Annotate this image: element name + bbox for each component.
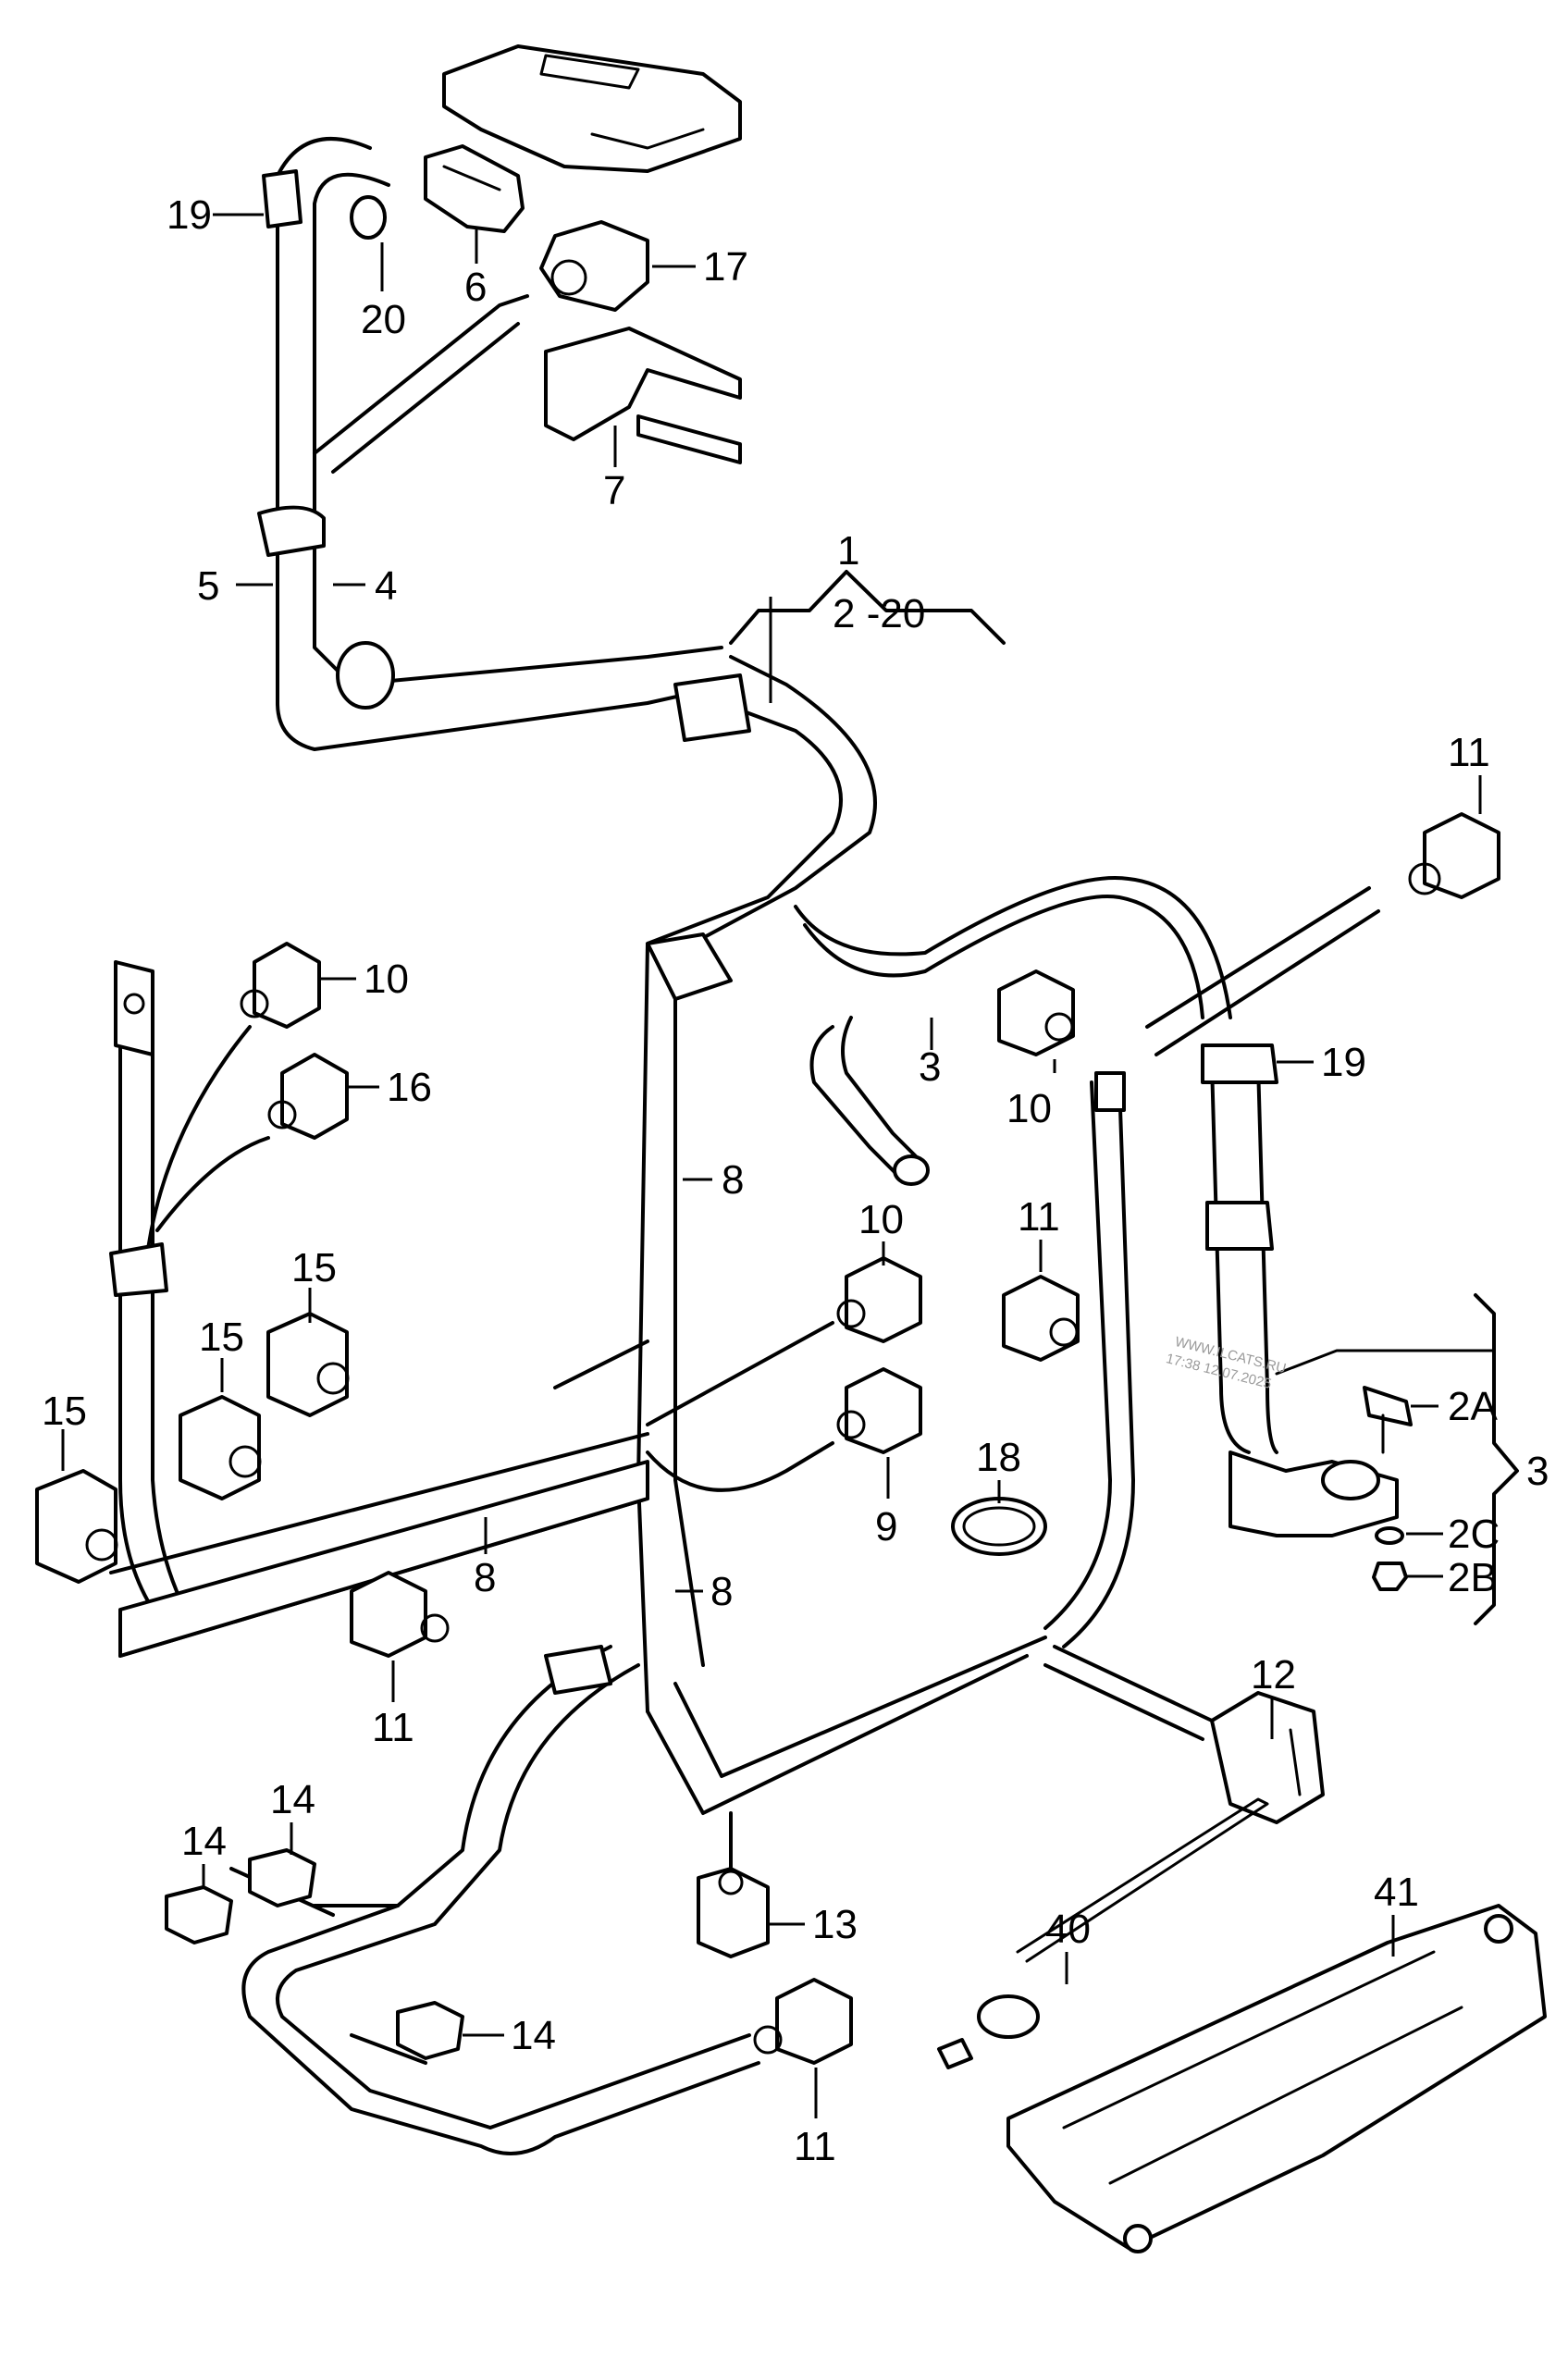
callout-12: 12 [1251, 1652, 1296, 1698]
callout-4: 4 [375, 563, 397, 609]
callout-11-right-center: 11 [1018, 1194, 1060, 1240]
connector-13[interactable] [697, 1867, 770, 1958]
callout-14-a: 14 [270, 1777, 315, 1822]
connector-14-b[interactable] [165, 1885, 233, 1944]
callout-19-top: 19 [167, 192, 212, 238]
cover-41[interactable] [1006, 1904, 1547, 2253]
callout-14-c: 14 [511, 2013, 556, 2058]
harness-upper-trunk[interactable] [257, 137, 733, 751]
callout-14-b: 14 [181, 1819, 227, 1864]
connector-11-top-right[interactable] [1408, 812, 1500, 899]
callout-11-top-right: 11 [1448, 730, 1490, 775]
connector-10-right[interactable] [997, 969, 1075, 1056]
connector-16[interactable] [267, 1053, 349, 1140]
callout-15-c: 15 [291, 1245, 337, 1290]
harness-right-branch[interactable] [794, 876, 1380, 1454]
connector-14-a[interactable] [248, 1848, 316, 1907]
connector-10-left[interactable] [240, 942, 321, 1029]
connector-11-bottom[interactable] [753, 1978, 853, 2065]
callout-8-upper: 8 [722, 1157, 744, 1203]
callout-3: 3 [919, 1044, 941, 1090]
connector-14-c[interactable] [396, 2001, 464, 2060]
callout-3-group: 3 [1526, 1449, 1549, 1494]
callout-17: 17 [703, 244, 748, 290]
connector-10-center[interactable] [836, 1256, 922, 1343]
harness-center-branch[interactable] [646, 1321, 834, 1492]
callout-8-left: 8 [474, 1555, 496, 1600]
connector-12[interactable] [1210, 1691, 1325, 1824]
connector-9[interactable] [836, 1367, 922, 1454]
callout-19-right: 19 [1321, 1040, 1366, 1085]
callout-2C: 2C [1448, 1512, 1500, 1557]
callout-7: 7 [603, 468, 625, 513]
clip-20[interactable] [350, 195, 387, 240]
control-unit-housing[interactable] [442, 44, 742, 173]
callout-2A: 2A [1448, 1384, 1498, 1429]
eye-bracket[interactable] [1228, 1451, 1399, 1537]
callout-5: 5 [197, 563, 219, 609]
callout-20: 20 [361, 297, 406, 342]
callout-13: 13 [812, 1902, 858, 1947]
connector-17[interactable] [539, 220, 649, 312]
callout-10-center: 10 [858, 1197, 904, 1242]
connector-6[interactable] [424, 144, 525, 233]
callout-11-left-lower: 11 [372, 1705, 414, 1750]
ground-strap-3[interactable] [809, 1016, 930, 1186]
callout-1-range: 2 -20 [833, 591, 925, 636]
harness-main-trunk[interactable] [636, 655, 877, 1713]
connector-11-right-center[interactable] [1002, 1275, 1080, 1362]
nut-2B[interactable] [1372, 1562, 1408, 1591]
callout-1: 1 [837, 528, 859, 574]
harness-right-drop[interactable] [1043, 1071, 1135, 1648]
callout-8-lower: 8 [710, 1569, 733, 1614]
connector-15-c[interactable] [266, 1312, 350, 1417]
callout-41: 41 [1374, 1870, 1419, 1915]
connector-11-left-lower[interactable] [350, 1571, 450, 1658]
t-bolt-2A[interactable] [1363, 1386, 1413, 1454]
harness-left-branch[interactable] [109, 960, 649, 1658]
bracket-7[interactable] [544, 327, 742, 464]
callout-15-b: 15 [199, 1315, 244, 1360]
callout-9: 9 [875, 1504, 897, 1549]
washer-2C[interactable] [1375, 1526, 1404, 1545]
cable-tie-40[interactable] [937, 1797, 1269, 2069]
callout-10-right: 10 [1006, 1086, 1052, 1131]
callout-2B: 2B [1448, 1555, 1498, 1600]
connector-15-a[interactable] [35, 1469, 118, 1584]
connector-15-b[interactable] [179, 1395, 262, 1500]
watermark: WWW.ILCATS.RU 17:38 12.07.2025 [1165, 1334, 1288, 1392]
callout-10-left: 10 [364, 957, 409, 1002]
callout-18: 18 [976, 1435, 1021, 1480]
callout-15-a: 15 [42, 1389, 87, 1434]
leader-lines [61, 213, 1519, 2118]
callout-16: 16 [387, 1065, 432, 1110]
callout-40: 40 [1045, 1907, 1091, 1952]
callout-11-bottom: 11 [794, 2124, 836, 2169]
callout-6: 6 [464, 265, 487, 310]
clamp-18[interactable] [951, 1497, 1047, 1556]
